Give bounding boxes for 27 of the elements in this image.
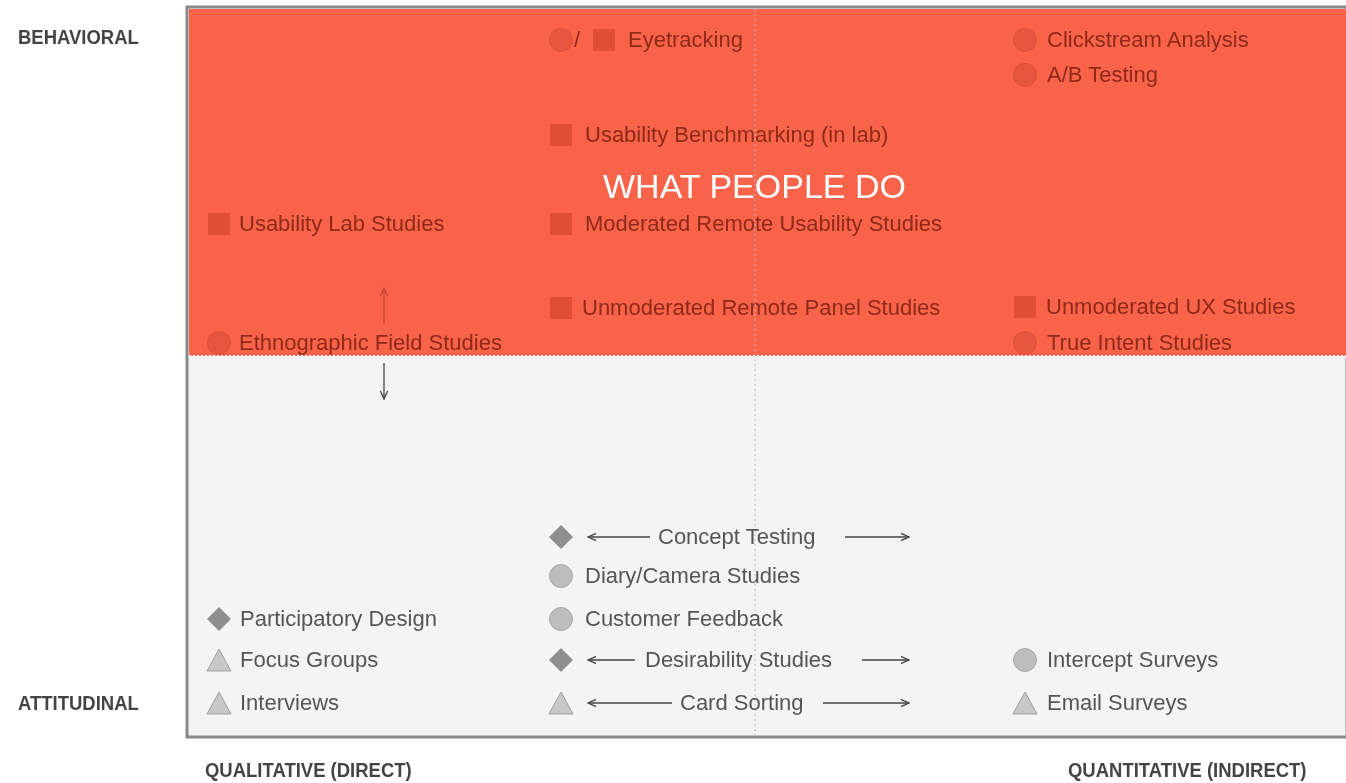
method-label: Focus Groups	[240, 647, 379, 673]
method-label: Card Sorting	[680, 690, 804, 716]
method-label: Usability Lab Studies	[239, 211, 445, 237]
method-label: /	[574, 27, 581, 53]
axis-label: QUANTITATIVE (INDIRECT)	[1068, 758, 1307, 782]
method-label: Diary/Camera Studies	[585, 563, 801, 589]
method-label: A/B Testing	[1047, 62, 1158, 88]
method-label: Eyetracking	[628, 27, 743, 53]
method-label: Participatory Design	[240, 606, 437, 632]
behavioral-band	[189, 9, 1346, 356]
method-label: Unmoderated Remote Panel Studies	[582, 295, 941, 321]
method-label: Concept Testing	[658, 524, 816, 550]
axis-label: ATTITUDINAL	[18, 691, 139, 715]
method-label: Interviews	[240, 690, 340, 716]
quadrant-title: WHAT PEOPLE DO	[603, 167, 906, 206]
method-label: Email Surveys	[1047, 690, 1188, 716]
method-label: Desirability Studies	[645, 647, 833, 673]
method-label: Unmoderated UX Studies	[1046, 294, 1296, 320]
method-label: Intercept Surveys	[1047, 647, 1219, 673]
method-label: Usability Benchmarking (in lab)	[585, 122, 889, 148]
axis-label: QUALITATIVE (DIRECT)	[205, 758, 412, 782]
method-label: Clickstream Analysis	[1047, 27, 1249, 53]
method-label: Customer Feedback	[585, 606, 784, 632]
method-label: Ethnographic Field Studies	[239, 330, 502, 356]
axis-label: BEHAVIORAL	[18, 25, 139, 49]
method-label: Moderated Remote Usability Studies	[585, 211, 943, 237]
method-label: True Intent Studies	[1047, 330, 1233, 356]
